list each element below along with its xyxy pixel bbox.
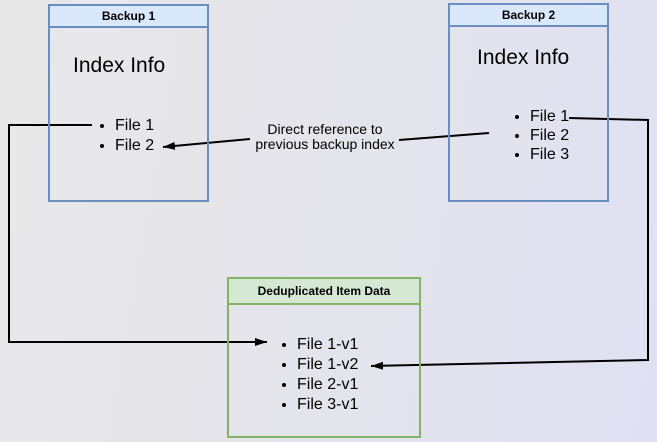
backup1-file-list: File 1 File 2	[98, 116, 154, 156]
backup2-title: Backup 2	[450, 5, 607, 27]
backup2-subtitle: Index Info	[477, 46, 570, 69]
backup2-box: Backup 2 Index Info File 1 File 2 File 3	[448, 3, 609, 202]
deduplicated-item-data-title: Deduplicated Item Data	[229, 279, 419, 305]
list-item: File 1-v1	[297, 335, 358, 355]
list-item: File 1	[115, 116, 154, 136]
list-item: File 2	[115, 136, 154, 156]
backup1-box: Backup 1 Index Info File 1 File 2	[48, 4, 209, 202]
list-item: File 1-v2	[297, 355, 358, 375]
list-item: File 2-v1	[297, 375, 358, 395]
direct-reference-label-line1: Direct reference to	[267, 121, 383, 137]
dedup-file-list: File 1-v1 File 1-v2 File 2-v1 File 3-v1	[280, 335, 358, 415]
list-item: File 1	[530, 107, 569, 126]
direct-reference-label: Direct reference to previous backup inde…	[237, 122, 413, 152]
list-item: File 3-v1	[297, 395, 358, 415]
list-item: File 3	[530, 145, 569, 164]
direct-reference-label-line2: previous backup index	[255, 136, 395, 152]
backup1-title: Backup 1	[50, 6, 207, 28]
deduplicated-item-data-box: Deduplicated Item Data File 1-v1 File 1-…	[227, 277, 421, 438]
backup1-subtitle: Index Info	[73, 54, 166, 77]
list-item: File 2	[530, 126, 569, 145]
backup2-file-list: File 1 File 2 File 3	[513, 107, 569, 164]
